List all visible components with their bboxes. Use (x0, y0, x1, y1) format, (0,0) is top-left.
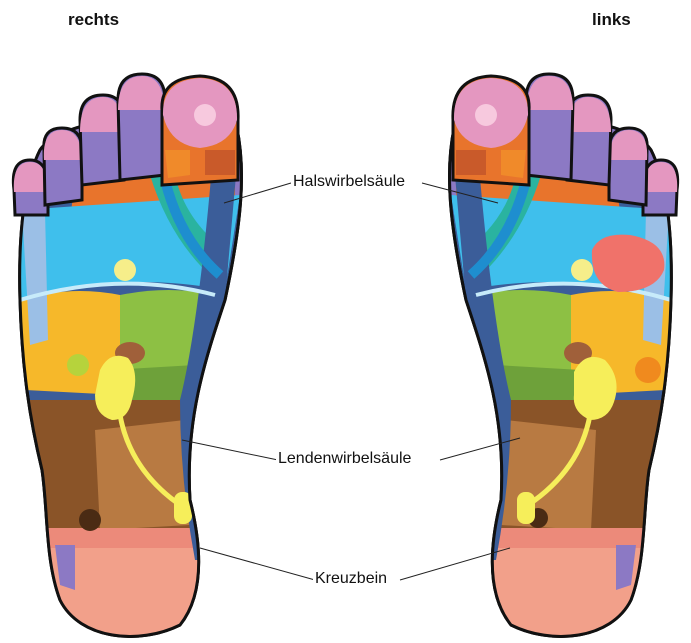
cervical-spine-label: Halswirbelsäule (291, 173, 407, 191)
left-toe-2 (526, 74, 573, 180)
left-toe-1 (453, 76, 529, 185)
left-dot-yellow (571, 259, 593, 281)
left-dot-orange (635, 357, 661, 383)
left-zone-heel (451, 548, 671, 638)
sacrum-label: Kreuzbein (313, 570, 389, 588)
right-foot-label: rechts (68, 10, 119, 30)
right-toe-1 (162, 76, 238, 185)
leader-lenden-right (182, 440, 278, 460)
left-foot-label: links (592, 10, 631, 30)
right-zone-heel (20, 548, 240, 638)
lumbar-spine-label: Lendenwirbelsäule (276, 450, 413, 468)
right-toe-4 (44, 128, 82, 205)
right-toe-2 (118, 74, 165, 180)
left-yellow-sacral (517, 492, 535, 524)
left-toe-4 (609, 128, 647, 205)
left-foot (431, 74, 691, 638)
right-dot-green (67, 354, 89, 376)
leader-kreuz-right (200, 548, 315, 580)
right-dot-yellow (114, 259, 136, 281)
right-dot-dark (79, 509, 101, 531)
